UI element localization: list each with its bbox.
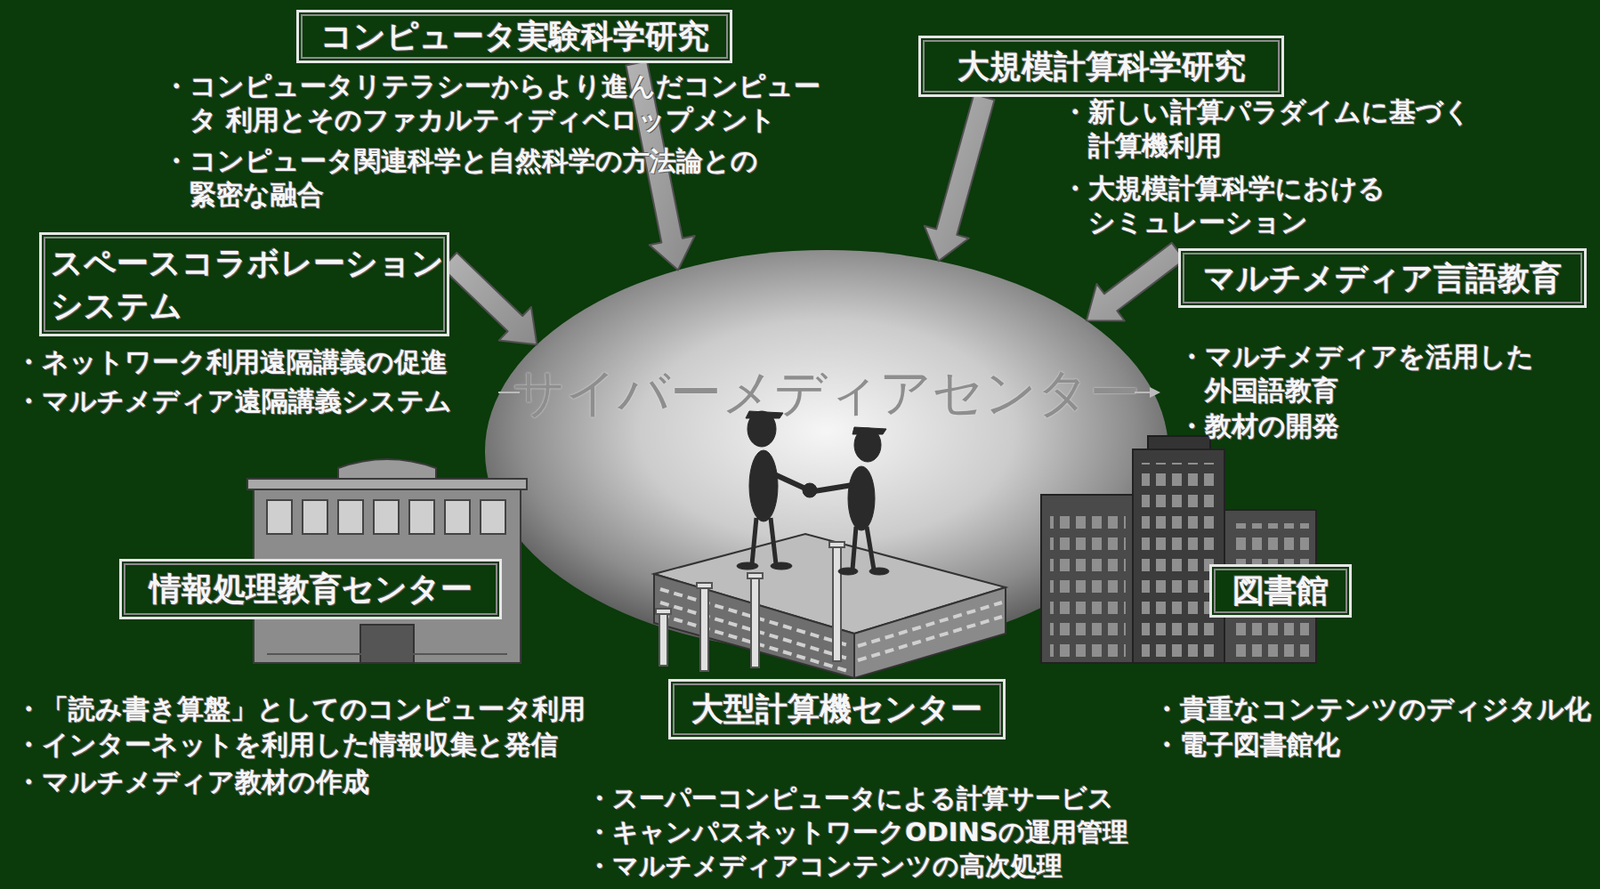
box-title: マルチメディア言語教育 [1203,258,1562,299]
bullet-text: ・マルチメディア遠隔講義システム [15,384,453,419]
windows [373,500,399,534]
bullet-text: ・教材の開発 [1178,409,1340,444]
block-arrow [442,252,538,345]
box-title: 情報処理教育センター [149,569,473,609]
bullet-text: ・コンピュータ関連科学と自然科学の方法論との 緊密な融合 [162,144,788,212]
research-box: 大規模計算科学研究・新しい計算パラダイムに基づく 計算機利用・大規模計算科学にお… [918,35,1285,97]
bullet-text: ・電子図書館化 [1153,727,1341,762]
cornice [247,478,527,490]
bullet-text: ・スーパーコンピュータによる計算サービス [586,781,1115,816]
center-ellipse: サイバーメディアセンター [484,250,1169,653]
box-title: 図書館 [1232,571,1329,611]
bullet-text: ・大規模計算科学における シミュレーション [1061,171,1393,240]
windows [266,500,292,534]
bullet-text: ・マルチメディアを活用した 外国語教育 [1178,339,1536,408]
windows [266,500,506,534]
box-title: スペースコラボレーション システム [50,242,446,328]
block-arrow [924,94,995,262]
facility-box: 大型計算機センター・スーパーコンピュータによる計算サービス・キャンパスネットワー… [668,678,1006,740]
bullet-text: ・新しい計算パラダイムに基づく 計算機利用 [1061,95,1473,163]
windows [444,500,470,534]
windows [409,500,435,534]
pediment [338,459,437,481]
research-box: スペースコラボレーション システム・ネットワーク利用遠隔講義の促進・マルチメディ… [39,232,450,337]
bullet-text: ・インターネットを利用した情報収集と発信 [15,727,558,762]
research-box: マルチメディア言語教育・マルチメディアを活用した 外国語教育・教材の開発 [1178,248,1587,308]
bullet-text: ・キャンパスネットワークODINSの運用管理 [586,815,1129,849]
step [266,653,508,655]
windows [302,500,328,534]
center-title: サイバーメディアセンター [484,363,1169,422]
bullet-text: ・ネットワーク利用遠隔講義の促進 [15,345,448,380]
block-arrow [1086,242,1185,322]
bullet-text: ・マルチメディア教材の作成 [15,765,370,800]
facility-box: 情報処理教育センター・「読み書き算盤」としてのコンピュータ利用・インターネットを… [119,558,502,620]
door [360,624,414,663]
bullet-text: ・コンピュータリテラシーからより進んだコンピュータ 利用とそのファカルティディベ… [162,69,841,138]
box-title: コンピュータ実験科学研究 [320,16,710,57]
box-title: 大型計算機センター [691,689,983,729]
facility-box: 図書館・貴重なコンテンツのディジタル化・電子図書館化 [1209,564,1352,618]
box-title: 大規模計算科学研究 [957,47,1246,87]
bullet-text: ・「読み書き算盤」としてのコンピュータ利用 [15,692,586,727]
bullet-text: ・貴重なコンテンツのディジタル化 [1153,692,1592,727]
ellipse-shape [484,250,1169,653]
research-box: コンピュータ実験科学研究・コンピュータリテラシーからより進んだコンピュータ 利用… [296,9,733,64]
ellipse-shape [484,250,1169,653]
bullet-text: ・マルチメディアコンテンツの高次処理 [586,848,1063,883]
windows [338,500,364,534]
